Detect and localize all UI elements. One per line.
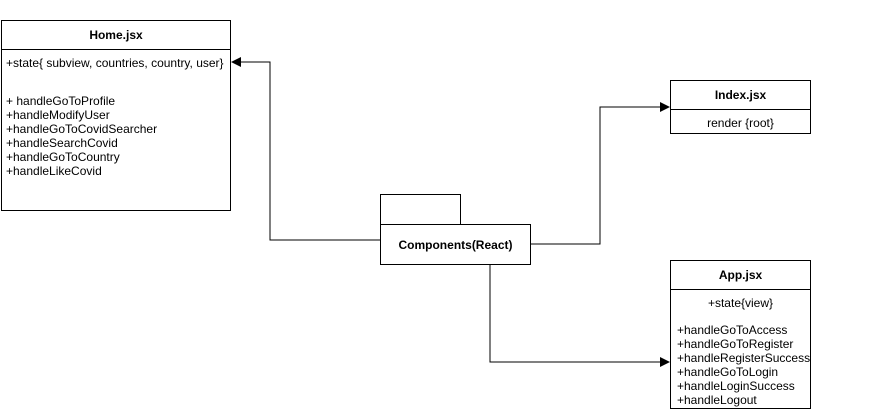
home-class-title: Home.jsx	[2, 21, 230, 50]
components-label: Components(React)	[398, 237, 513, 252]
app-method: +handleGoToAccess	[677, 323, 788, 337]
home-method: +handleLikeCovid	[6, 164, 102, 178]
app-method: +handleLoginSuccess	[677, 379, 795, 393]
index-class-box[interactable]: Index.jsx render {root}	[670, 80, 811, 134]
home-method: +handleModifyUser	[6, 108, 110, 122]
arrow-to-home	[231, 57, 381, 241]
home-state: +state{ subview, countries, country, use…	[6, 56, 224, 70]
app-method: +handleGoToRegister	[677, 337, 794, 351]
app-method: +handleRegisterSuccess	[677, 351, 811, 365]
home-method: +handleSearchCovid	[6, 136, 118, 150]
arrow-to-index	[530, 102, 670, 245]
arrow-to-app	[489, 264, 670, 367]
index-render: render {root}	[707, 116, 774, 130]
app-method: +handleLogout	[677, 393, 757, 407]
app-class-title: App.jsx	[671, 261, 810, 290]
home-method: + handleGoToProfile	[6, 94, 116, 108]
app-state: +state{view}	[707, 296, 774, 310]
home-method: +handleGoToCovidSearcher	[6, 122, 158, 136]
home-class-box[interactable]: Home.jsx +state{ subview, countries, cou…	[1, 20, 231, 211]
components-package-tab	[380, 194, 461, 225]
app-method: +handleGoToLogin	[677, 365, 779, 379]
home-method: +handleGoToCountry	[6, 150, 120, 164]
app-methods: +handleGoToAccess +handleGoToRegister +h…	[671, 316, 810, 407]
home-methods: + handleGoToProfile +handleModifyUser +h…	[2, 70, 230, 178]
app-class-box[interactable]: App.jsx +state{view} +handleGoToAccess +…	[670, 260, 811, 409]
index-class-title: Index.jsx	[671, 81, 810, 110]
components-package[interactable]: Components(React)	[380, 224, 531, 265]
